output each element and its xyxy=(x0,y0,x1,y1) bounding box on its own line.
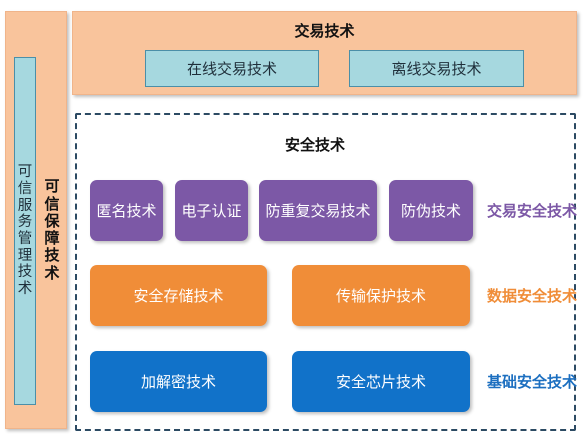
secure-storage-box: 安全存储技术 xyxy=(90,265,267,326)
anti-double-spending-box: 防重复交易技术 xyxy=(259,180,377,241)
trusted-service-management-label: 可信服务管理技术 xyxy=(17,164,33,298)
data-security-label: 数据安全技术 xyxy=(487,287,578,305)
transmission-protection-box: 传输保护技术 xyxy=(292,265,470,326)
transaction-security-label: 交易安全技术 xyxy=(487,202,578,220)
security-technology-title: 安全技术 xyxy=(284,136,345,154)
anti-counterfeit-box: 防伪技术 xyxy=(389,180,473,241)
base-security-label: 基础安全技术 xyxy=(487,373,578,391)
encryption-decryption-box: 加解密技术 xyxy=(90,351,267,412)
online-trading-box: 在线交易技术 xyxy=(145,50,319,87)
trusted-guarantee-label: 可信保障技术 xyxy=(44,177,60,282)
security-technology-frame xyxy=(75,113,576,431)
electronic-authentication-box: 电子认证 xyxy=(175,180,248,241)
anonymity-technology-box: 匿名技术 xyxy=(90,180,163,241)
offline-trading-box: 离线交易技术 xyxy=(349,50,524,87)
secure-chip-box: 安全芯片技术 xyxy=(292,351,470,412)
trusted-service-management-box: 可信服务管理技术 xyxy=(14,57,36,405)
trading-technology-title: 交易技术 xyxy=(294,22,355,40)
